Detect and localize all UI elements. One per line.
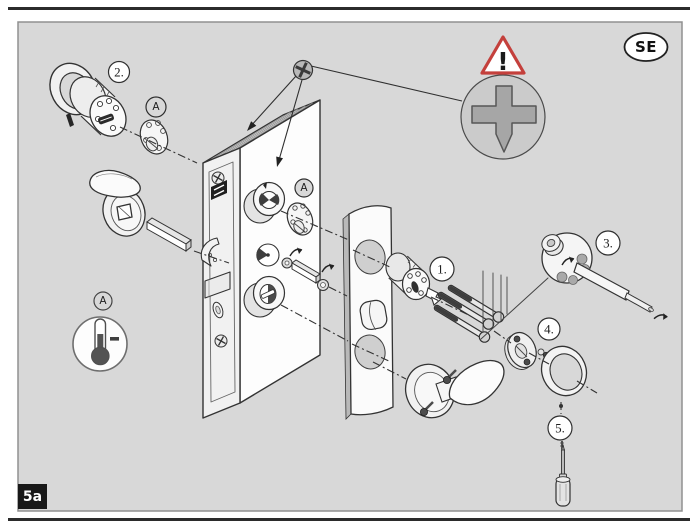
keyway xyxy=(97,113,115,125)
spindle-follower-disc xyxy=(256,243,280,267)
adapter-disc-case xyxy=(286,202,314,236)
upper-cylinder-boss xyxy=(243,181,286,224)
assembly-axes xyxy=(119,126,598,414)
callout-step3: 3. xyxy=(603,236,613,251)
faceplate xyxy=(200,161,236,403)
hook-bolt xyxy=(200,237,220,267)
fixing-pin xyxy=(66,113,74,127)
cylinder-key-clip xyxy=(425,287,443,306)
trim-ring xyxy=(540,345,588,408)
language-badge-label: SE xyxy=(635,38,657,56)
callouts: 2. A A 1. 3. 4. 5. xyxy=(107,60,621,441)
outside-spindle xyxy=(146,217,192,253)
mounting-plate xyxy=(504,331,554,370)
thumbturn xyxy=(359,299,388,331)
screw-callout xyxy=(247,59,463,167)
handle-screw xyxy=(442,375,451,384)
figure-tag-label: 5a xyxy=(23,489,42,505)
bolt-leader-lines xyxy=(480,270,549,340)
arrow-to-case-top xyxy=(247,121,257,131)
inside-lever xyxy=(404,360,505,419)
arrow-to-boss xyxy=(276,156,283,167)
top-rule xyxy=(8,7,690,10)
inner-plate xyxy=(342,205,394,420)
callout-step2: 2. xyxy=(114,65,124,80)
handle-screw xyxy=(419,407,428,416)
lower-cylinder-boss xyxy=(243,275,286,318)
outside-cylinder xyxy=(69,76,127,137)
bottom-rule xyxy=(8,518,690,521)
screwdriver xyxy=(555,441,571,507)
thermometer-minus-icon xyxy=(91,318,119,366)
warning-triangle-icon: ! xyxy=(480,35,526,76)
callout-step5: 5. xyxy=(555,421,565,436)
callout-adapter-temp: A xyxy=(99,295,107,307)
phillips-detail-circle xyxy=(460,74,546,160)
lock-case xyxy=(200,99,321,419)
lever-blade xyxy=(448,360,505,406)
callout-adapter-case: A xyxy=(300,182,308,194)
warning-mark: ! xyxy=(497,47,508,76)
phillips-cross-icon xyxy=(471,85,537,153)
callout-step1: 1. xyxy=(437,262,447,277)
deadbolt xyxy=(204,271,231,299)
callout-adapter-top: A xyxy=(152,101,160,113)
se-badge: SE xyxy=(623,32,669,62)
top-screw xyxy=(292,59,314,81)
figure-tag: 5a xyxy=(18,484,47,509)
plate-upper-hole xyxy=(354,239,386,275)
temperature-badge: A xyxy=(72,291,128,372)
spindle-washers xyxy=(281,246,335,291)
tool-rod xyxy=(573,262,669,324)
outside-lever xyxy=(89,169,146,237)
inside-cylinder xyxy=(385,252,443,306)
callout-step4: 4. xyxy=(544,322,554,337)
fixing-bolts xyxy=(433,270,549,343)
